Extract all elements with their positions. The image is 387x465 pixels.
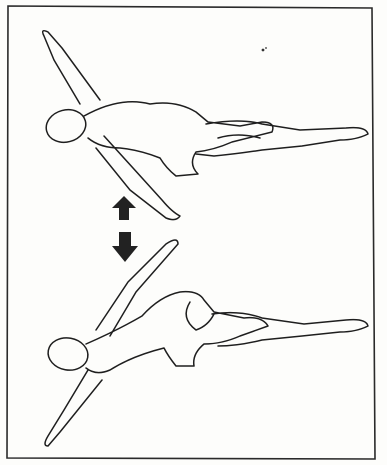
upper-figure-head — [43, 105, 90, 146]
upper-figure-torso — [84, 102, 273, 176]
movement-arrows — [112, 196, 138, 262]
lower-figure-head — [46, 335, 91, 373]
upper-figure-raised-arm — [43, 31, 100, 104]
scan-specks — [262, 47, 267, 51]
upper-figure-legs — [196, 121, 368, 156]
arrow-up-icon — [112, 196, 136, 220]
lower-figure-raised-arm — [96, 240, 178, 336]
lower-figure — [45, 240, 368, 446]
lower-figure-lower-arm — [45, 370, 102, 446]
upper-figure — [43, 31, 368, 220]
upper-figure-lower-arm — [96, 136, 180, 220]
lower-figure-legs — [212, 313, 368, 346]
upper-figure-knee — [218, 135, 260, 138]
arrow-down-icon — [112, 232, 138, 262]
